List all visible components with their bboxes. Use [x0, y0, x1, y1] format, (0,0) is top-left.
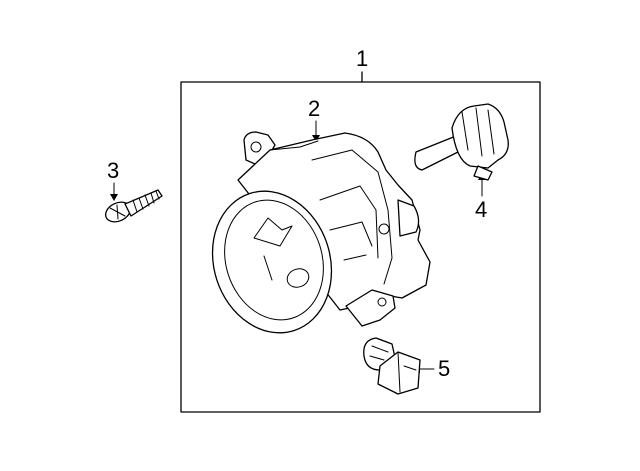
callout-4-label: 4: [475, 197, 487, 222]
callout-3-label: 3: [107, 158, 119, 183]
callout-2-label: 2: [308, 96, 320, 121]
callout-1-label: 1: [356, 46, 368, 71]
wedge-bulb-part: [363, 337, 421, 395]
screw-part: [104, 189, 163, 223]
assembly-frame: [180, 81, 541, 413]
callout-2: 2: [308, 96, 320, 142]
callout-4: 4: [475, 173, 487, 222]
headlamp-bulb-part: [414, 103, 509, 181]
callout-5-label: 5: [438, 356, 450, 381]
fog-lamp-housing: [211, 131, 431, 334]
callout-1: 1: [356, 46, 368, 83]
callout-3: 3: [107, 158, 119, 201]
